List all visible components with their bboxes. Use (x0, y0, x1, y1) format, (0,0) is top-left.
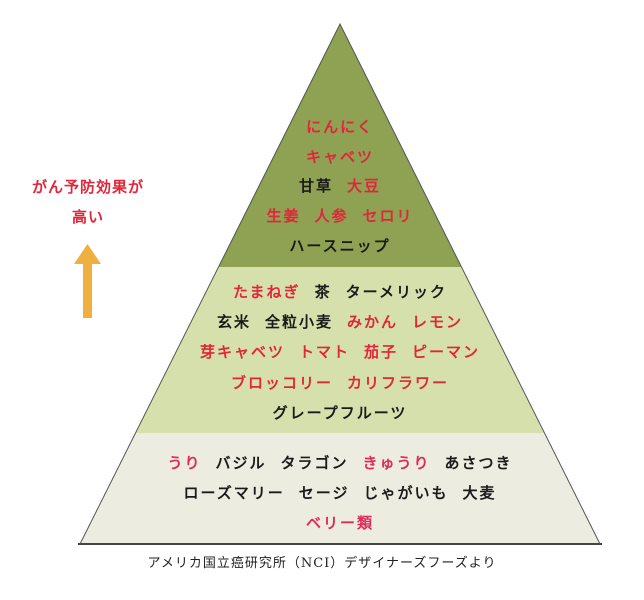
source-caption: アメリカ国立癌研究所（NCI）デザイナーズフーズより (147, 556, 497, 571)
tier-row: 甘草大豆 (140, 176, 540, 196)
food-item: たまねぎ (233, 283, 301, 301)
food-item: 大麦 (462, 484, 497, 502)
food-item: バジル (215, 454, 267, 472)
food-item: 大豆 (347, 177, 382, 195)
food-item: ブロッコリー (230, 374, 333, 392)
food-item: ターメリック (345, 283, 447, 301)
food-item: カリフラワー (347, 374, 450, 392)
tier-row: 玄米全粒小麦みかんレモン (140, 312, 540, 332)
food-item: レモン (412, 313, 464, 331)
food-item: 人参 (314, 207, 349, 225)
tier-row: うりバジルタラゴンきゅうりあさつき (140, 453, 540, 473)
tier-row: にんにく (140, 117, 540, 137)
food-item: じゃがいも (363, 484, 449, 502)
tier-row: キャベツ (140, 147, 540, 167)
tier-row: グレープフルーツ (140, 403, 540, 423)
food-item: タラゴン (280, 454, 349, 472)
food-item: グレープフルーツ (272, 404, 408, 422)
food-item: きゅうり (362, 454, 431, 472)
food-item: 茄子 (364, 343, 399, 361)
food-item: ベリー類 (305, 514, 374, 532)
up-arrow-icon (74, 244, 101, 318)
food-item: 全粒小麦 (264, 313, 333, 331)
tier-row: ハースニップ (140, 236, 540, 256)
food-item: ローズマリー (183, 484, 285, 502)
effect-label-line1: がん予防効果が (31, 178, 144, 196)
tier-bottom (80, 433, 600, 544)
food-item: 芽キャベツ (199, 343, 285, 361)
food-item: セージ (298, 484, 350, 502)
tier-row: ブロッコリーカリフラワー (140, 373, 540, 393)
food-item: トマト (298, 343, 350, 361)
tier-row: ベリー類 (140, 513, 540, 533)
food-item: みかん (347, 313, 399, 331)
tier-row: たまねぎ茶ターメリック (140, 282, 540, 302)
tier-row: ローズマリーセージじゃがいも大麦 (140, 483, 540, 503)
food-item: ピーマン (412, 343, 481, 361)
food-item: 玄米 (216, 313, 251, 331)
food-item: にんにく (306, 118, 374, 136)
tier-row: 芽キャベツトマト茄子ピーマン (140, 342, 540, 362)
food-item: キャベツ (305, 148, 374, 166)
food-item: 甘草 (298, 177, 333, 195)
food-item: 茶 (314, 283, 332, 301)
food-item: あさつき (444, 454, 513, 472)
food-item: セロリ (362, 207, 414, 225)
food-item: 生姜 (266, 207, 301, 225)
food-item: うり (167, 454, 202, 472)
food-item: ハースニップ (289, 237, 391, 255)
tier-row: 生姜人参セロリ (140, 206, 540, 226)
effect-label-line2: 高い (71, 208, 104, 226)
